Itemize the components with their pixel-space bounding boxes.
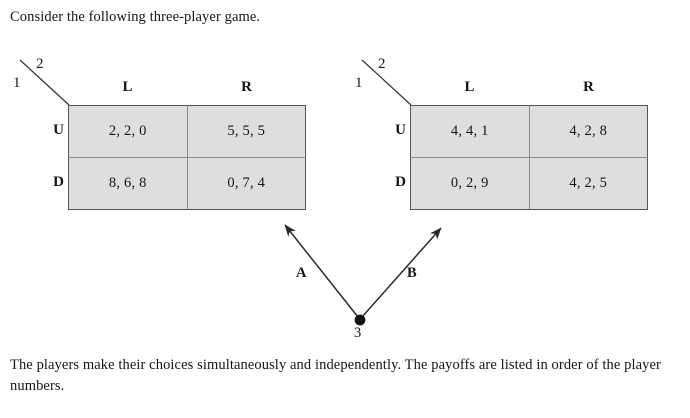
row-player-label-b: 1 bbox=[355, 75, 363, 91]
cell-a-u-l: 2, 2, 0 bbox=[68, 105, 188, 158]
table-row: 8, 6, 8 0, 7, 4 bbox=[68, 157, 306, 210]
column-header-r-a: R bbox=[241, 79, 252, 95]
column-header-l-b: L bbox=[464, 79, 475, 95]
player-3-decision-node: A B 3 bbox=[260, 205, 460, 350]
table-row: 2, 2, 0 5, 5, 5 bbox=[68, 105, 306, 158]
player-3-node-label: 3 bbox=[354, 325, 362, 341]
column-header-l-a: L bbox=[122, 79, 133, 95]
row-headers-b: U D bbox=[386, 105, 406, 208]
player-axis-divider-icon-a bbox=[19, 59, 70, 106]
cell-b-u-r: 4, 2, 8 bbox=[528, 105, 648, 158]
branch-arrows-icon bbox=[284, 224, 442, 326]
row-header-u-b: U bbox=[395, 122, 406, 139]
matrix-table-b: 4, 4, 1 4, 2, 8 0, 2, 9 4, 2, 5 bbox=[410, 105, 648, 210]
branch-label-a: A bbox=[296, 265, 307, 281]
row-header-d-b: D bbox=[395, 173, 406, 190]
cell-a-d-l: 8, 6, 8 bbox=[68, 157, 188, 210]
column-headers-b: L R bbox=[410, 79, 648, 96]
table-row: 4, 4, 1 4, 2, 8 bbox=[410, 105, 648, 158]
column-player-label-b: 2 bbox=[378, 56, 386, 72]
cell-b-d-r: 4, 2, 5 bbox=[528, 157, 648, 210]
cell-b-d-l: 0, 2, 9 bbox=[410, 157, 530, 210]
column-headers-a: L R bbox=[68, 79, 306, 96]
cell-a-u-r: 5, 5, 5 bbox=[186, 105, 306, 158]
payoff-matrix-a: 2 1 L R U D 2, 2, 0 5, 5, 5 8, 6, 8 0, 7… bbox=[0, 0, 345, 345]
explanatory-caption: The players make their choices simultane… bbox=[10, 357, 661, 394]
cell-b-u-l: 4, 4, 1 bbox=[410, 105, 530, 158]
intro-caption: Consider the following three-player game… bbox=[10, 9, 261, 25]
row-header-u-a: U bbox=[53, 122, 64, 139]
branch-label-b: B bbox=[407, 265, 417, 281]
cell-a-d-r: 0, 7, 4 bbox=[186, 157, 306, 210]
row-headers-a: U D bbox=[44, 105, 64, 208]
table-row: 0, 2, 9 4, 2, 5 bbox=[410, 157, 648, 210]
payoff-matrix-b: 2 1 L R U D 4, 4, 1 4, 2, 8 0, 2, 9 4, 2… bbox=[342, 0, 690, 345]
player-axis-divider-icon-b bbox=[361, 59, 412, 106]
column-player-label-a: 2 bbox=[36, 56, 44, 72]
row-player-label-a: 1 bbox=[13, 75, 21, 91]
row-header-d-a: D bbox=[53, 173, 64, 190]
matrix-table-a: 2, 2, 0 5, 5, 5 8, 6, 8 0, 7, 4 bbox=[68, 105, 306, 210]
column-header-r-b: R bbox=[583, 79, 594, 95]
